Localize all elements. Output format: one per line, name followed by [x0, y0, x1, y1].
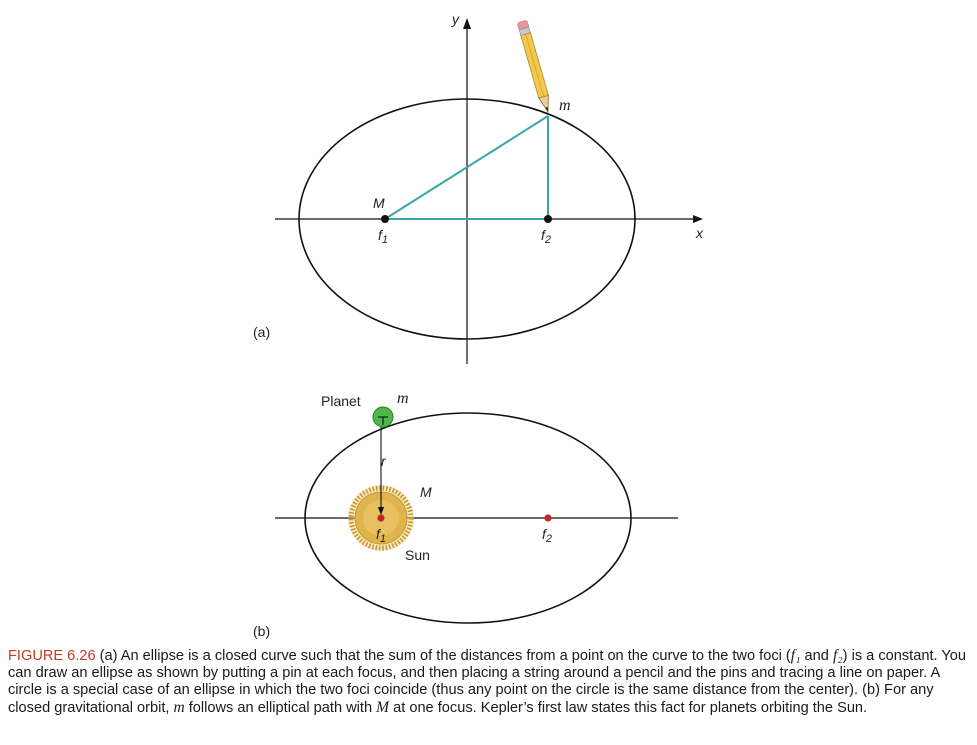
focus-2-label-a: f2	[541, 227, 551, 246]
focus-1-label-b: f1	[376, 526, 386, 545]
planet-icon	[372, 406, 394, 428]
y-axis-arrow	[463, 18, 471, 29]
radius-label: r	[381, 453, 387, 469]
caption-f2: f₂	[832, 647, 843, 664]
mass-M-label-a: M	[373, 195, 385, 211]
figure-caption: FIGURE 6.26 (a) An ellipse is a closed c…	[8, 647, 970, 717]
focus-1-dot-b	[377, 514, 385, 522]
panel-a-label: (a)	[253, 324, 270, 340]
caption-M: M	[376, 699, 390, 716]
panel-b: Planet m r M f1 f2 Sun (b)	[253, 390, 678, 639]
mass-M-label-b: M	[420, 484, 432, 500]
radius-arrow	[378, 507, 384, 515]
caption-text-3: follows an elliptical path with	[184, 700, 377, 716]
planet-label: Planet	[321, 393, 361, 409]
caption-text-4: at one focus. Kepler’s first law states …	[389, 700, 868, 716]
focus-1-dot	[381, 215, 389, 223]
panel-b-label: (b)	[253, 623, 270, 639]
mass-m-label-b: m	[397, 390, 409, 407]
string-f1-to-m	[384, 115, 549, 220]
caption-m: m	[173, 699, 185, 716]
x-axis-arrow	[693, 215, 703, 223]
caption-and: and	[800, 648, 833, 664]
figure-number: FIGURE 6.26	[8, 648, 96, 664]
focus-2-label-b: f2	[542, 526, 552, 545]
mass-m-label-a: m	[559, 97, 571, 114]
sun-label: Sun	[405, 547, 430, 563]
focus-2-dot	[544, 215, 552, 223]
pencil-icon	[517, 20, 549, 114]
x-axis-label: x	[695, 225, 704, 241]
caption-text-1: (a) An ellipse is a closed curve such th…	[95, 648, 791, 664]
panel-a: y x m M f1 f2 (a)	[253, 11, 704, 364]
ellipse-figure: y x m M f1 f2 (a) Planet m r	[253, 11, 704, 639]
caption-text-2: ) is a constant. You can draw an ellipse…	[8, 648, 966, 716]
y-axis-label: y	[451, 11, 460, 27]
focus-2-dot-b	[544, 514, 552, 522]
caption-f1: f₁	[790, 647, 801, 664]
focus-1-label-a: f1	[378, 227, 388, 246]
